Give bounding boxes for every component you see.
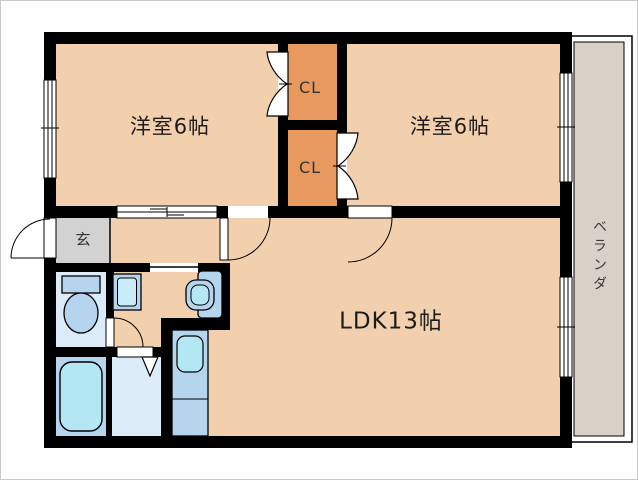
kitchen-sink-unit [171, 329, 209, 437]
closet-lower-label: CL [298, 158, 322, 177]
wall-toilet-east [106, 272, 114, 318]
closet-lower-floor [288, 130, 337, 206]
wall-hall-south [44, 263, 220, 272]
wall-washroom-east [220, 263, 230, 330]
wall-outer-top [44, 32, 572, 44]
wall-bath-divider [106, 357, 112, 436]
closet-bifold-door-lower [333, 132, 359, 200]
ldk-swing-door-left [219, 206, 271, 261]
ldk-label: LDK13帖 [339, 308, 443, 335]
bedroom-left-label: 洋室6帖 [129, 114, 211, 139]
bedroom-sliding-door [116, 205, 218, 219]
wall-closet-divider [278, 120, 347, 130]
wall-washroom-south [161, 318, 230, 330]
bathroom-folding-door [116, 346, 159, 378]
closet-bifold-door-upper [266, 51, 292, 117]
washing-machine-pan [112, 273, 142, 311]
entrance-floor [56, 218, 110, 263]
window-right-lower [557, 276, 575, 378]
balcony-floor [573, 41, 625, 437]
entrance-label: 玄 [75, 230, 91, 249]
ldk-swing-door-right [347, 205, 393, 263]
window-right-upper [557, 72, 575, 183]
toilet [61, 275, 101, 334]
entrance-swing-door [10, 217, 57, 259]
wall-kitchen-west [161, 330, 172, 448]
washroom-opening [150, 263, 198, 272]
wash-basin [185, 270, 223, 319]
wall-outer-bottom [44, 436, 572, 448]
bathtub [59, 361, 103, 432]
wall-bathroom-north [44, 347, 172, 357]
balcony-label: ベランダ [591, 219, 607, 295]
closet-upper-label: CL [298, 78, 322, 97]
toilet-swing-door [105, 317, 144, 348]
bedroom-right-label: 洋室6帖 [409, 114, 491, 139]
window-left [41, 79, 59, 179]
closet-upper-floor [288, 44, 337, 120]
